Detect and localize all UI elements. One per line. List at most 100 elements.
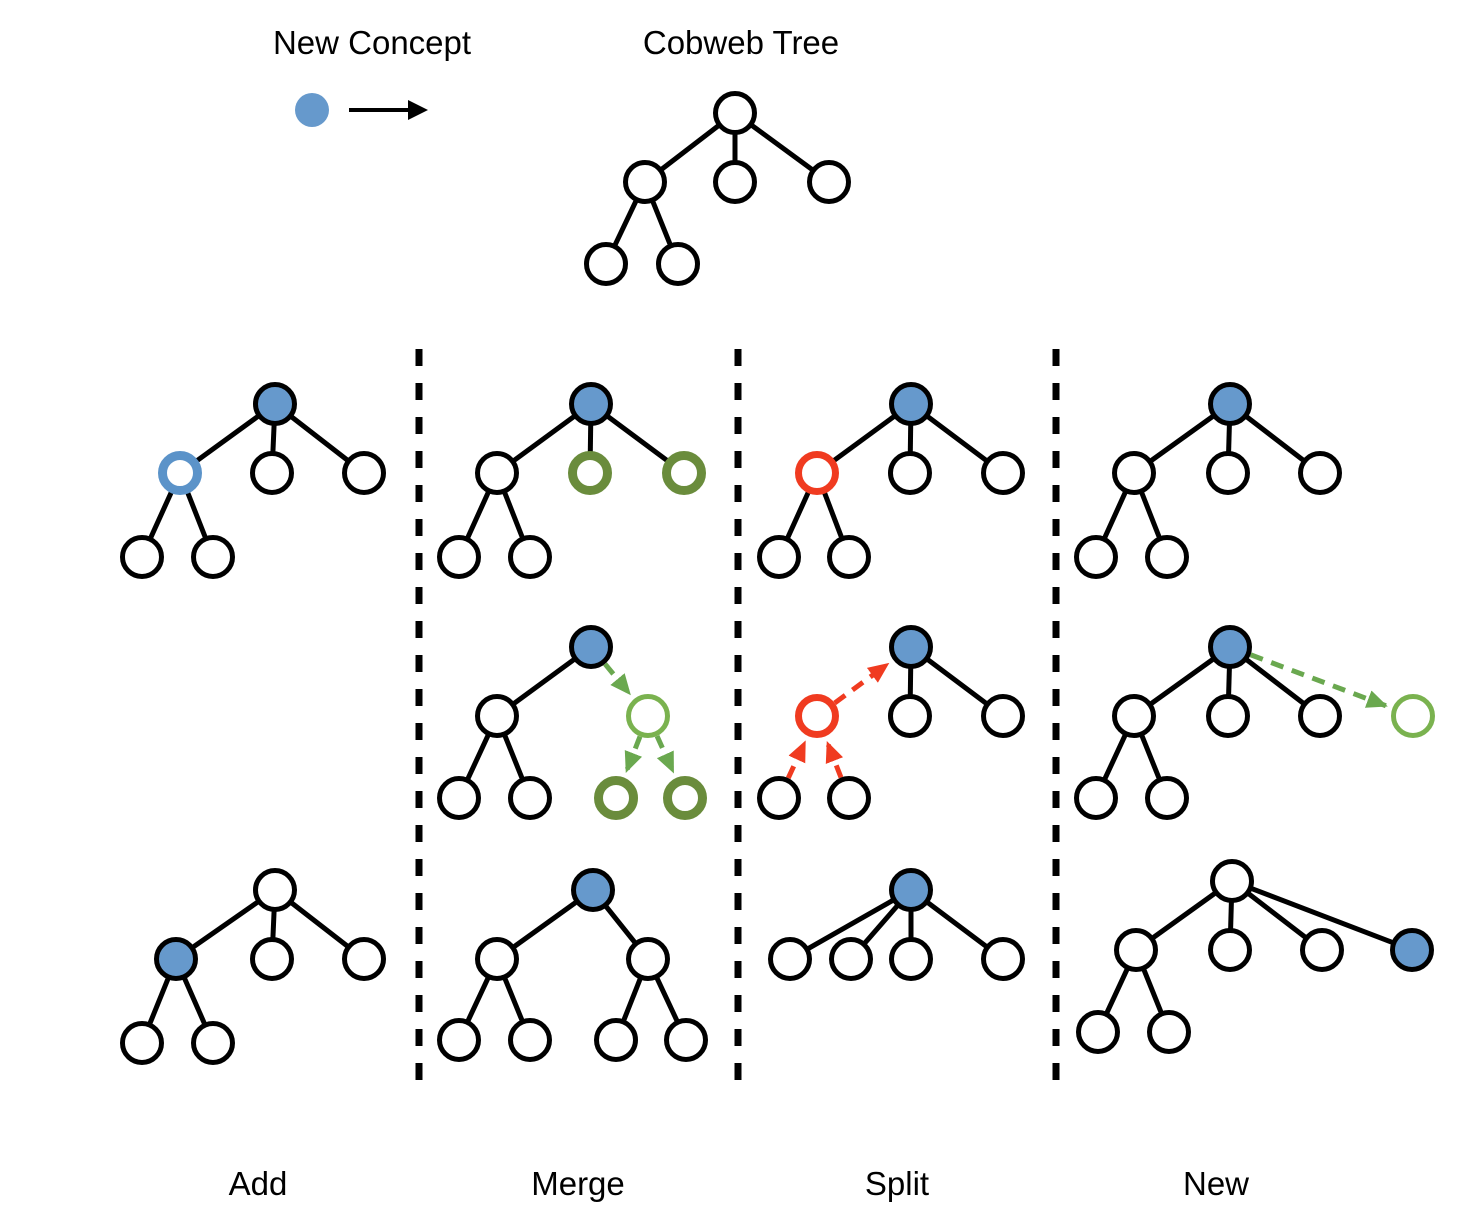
- tree-node-plain: [508, 1018, 552, 1062]
- tree-node-green-ring-light: [626, 694, 670, 738]
- dashed-arrow-edge: [825, 741, 844, 779]
- tree-edge: [925, 900, 989, 949]
- tree-node-plain: [981, 451, 1025, 495]
- tree-edge: [1148, 656, 1216, 707]
- tree-node-blue-filled: [154, 937, 198, 981]
- tree-edges: [806, 897, 989, 952]
- tree-edges: [147, 899, 350, 1026]
- tree-split-step1: [757, 382, 1025, 579]
- tree-node-plain: [827, 776, 871, 820]
- tree-node-plain: [1298, 451, 1342, 495]
- tree-node-plain: [757, 776, 801, 820]
- tree-node-plain: [713, 91, 757, 135]
- tree-edge: [784, 490, 812, 540]
- tree-node-red-ring: [795, 694, 839, 738]
- tree-new-step3: [1076, 859, 1434, 1054]
- tree-edge: [465, 976, 491, 1023]
- tree-node-plain: [191, 1021, 235, 1065]
- tree-node-plain: [888, 451, 932, 495]
- tree-edge: [1104, 967, 1130, 1015]
- tree-edge: [659, 123, 721, 172]
- tree-node-plain: [437, 535, 481, 579]
- tree-node-blue-filled: [889, 625, 933, 669]
- tree-node-blue-filled: [889, 868, 933, 912]
- tree-edges: [785, 657, 989, 780]
- tree-node-plain: [1112, 694, 1156, 738]
- tree-edges: [784, 413, 989, 540]
- tree-node-plain: [768, 937, 812, 981]
- tree-node-plain: [1112, 451, 1156, 495]
- tree-node-plain: [888, 694, 932, 738]
- tree-node-plain: [623, 160, 667, 204]
- tree-edge: [1226, 423, 1232, 454]
- tree-edge: [654, 976, 680, 1023]
- tree-edge: [181, 976, 208, 1026]
- tree-node-plain: [475, 694, 519, 738]
- tree-edge: [270, 909, 277, 940]
- tree-edge: [1249, 885, 1395, 946]
- tree-node-plain: [1298, 694, 1342, 738]
- tree-merge-step3: [437, 868, 708, 1062]
- tree-edge: [605, 413, 670, 464]
- tree-edge: [603, 904, 638, 945]
- tree-node-plain: [250, 451, 294, 495]
- column-label-split: Split: [864, 1165, 930, 1202]
- cobweb-tree-title: Cobweb Tree: [642, 24, 840, 61]
- tree-merge-step1: [437, 382, 706, 579]
- tree-new-step2: [1074, 625, 1435, 820]
- tree-node-plain: [253, 868, 297, 912]
- tree-edge: [831, 413, 897, 464]
- tree-node-blue-filled: [1208, 382, 1252, 426]
- tree-edge: [289, 900, 350, 949]
- tree-node-plain: [508, 776, 552, 820]
- tree-node-plain: [626, 937, 670, 981]
- tree-edge: [862, 903, 900, 946]
- tree-edges: [1101, 413, 1306, 540]
- tree-node-green-ring-light: [1391, 694, 1435, 738]
- tree-node-blue-filled: [253, 382, 297, 426]
- tree-node-plain: [437, 1018, 481, 1062]
- tree-edge: [511, 899, 579, 950]
- tree-node-plain: [475, 451, 519, 495]
- dashed-arrow-edge: [654, 735, 676, 774]
- tree-edges: [464, 413, 670, 540]
- tree-node-red-ring: [795, 451, 839, 495]
- tree-edge: [289, 414, 350, 463]
- tree-edges: [465, 656, 676, 781]
- tree-node-blue-filled: [571, 868, 615, 912]
- tree-node-plain: [342, 451, 386, 495]
- tree-edge: [184, 490, 209, 540]
- tree-edge: [502, 733, 525, 781]
- tree-edge: [147, 976, 171, 1026]
- tree-edges: [147, 413, 350, 540]
- tree-edge: [1139, 733, 1162, 781]
- tree-node-plain: [594, 1018, 638, 1062]
- tree-edge: [502, 976, 525, 1023]
- tree-node-blue-filled: [1390, 928, 1434, 972]
- dashed-arrow-edge: [603, 662, 632, 696]
- tree-edge: [1244, 414, 1306, 463]
- tree-node-plain: [1206, 451, 1250, 495]
- tree-node-plain: [1206, 694, 1250, 738]
- tree-node-plain: [1145, 535, 1189, 579]
- tree-node-plain: [713, 160, 757, 204]
- tree-node-plain: [829, 937, 873, 981]
- tree-edges: [1102, 652, 1388, 781]
- tree-edge: [1246, 891, 1308, 940]
- tree-node-plain: [889, 937, 933, 981]
- tree-edge: [925, 414, 989, 463]
- tree-node-plain: [191, 535, 235, 579]
- tree-edges: [612, 122, 815, 248]
- tree-edge: [501, 490, 526, 540]
- tree-node-plain: [827, 535, 871, 579]
- tree-edges: [465, 899, 680, 1023]
- tree-node-plain: [807, 160, 851, 204]
- tree-edge: [621, 976, 643, 1023]
- tree-node-plain: [437, 776, 481, 820]
- tree-new-step1: [1074, 382, 1342, 579]
- new-concept-title: New Concept: [272, 24, 472, 61]
- tree-edge: [806, 897, 895, 952]
- dashed-arrow-edge: [833, 662, 890, 705]
